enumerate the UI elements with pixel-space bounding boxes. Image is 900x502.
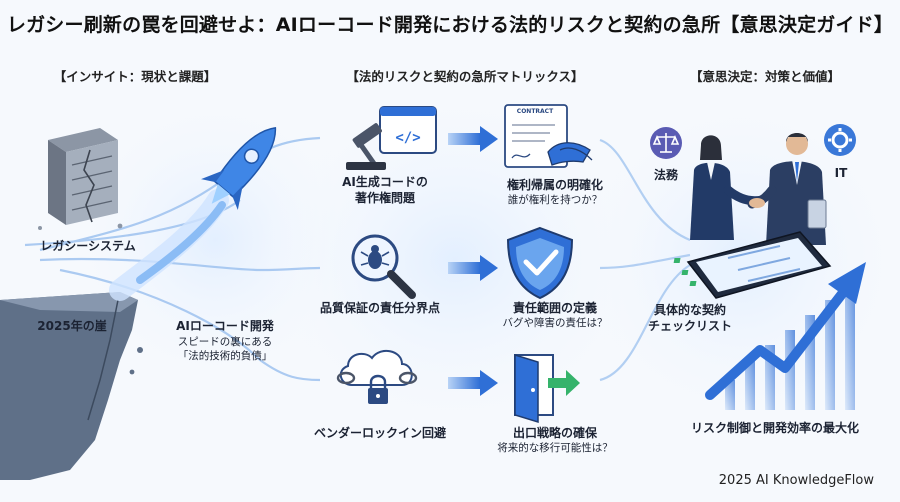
section-heading-matrix: 【法的リスクと契約の急所マトリックス】 — [346, 69, 584, 84]
solution-sub-responsibility: バグや障害の責任は？ — [502, 317, 608, 329]
it-label: IT — [834, 166, 848, 180]
exit-door-icon — [514, 353, 580, 424]
arrow-row-2 — [448, 255, 498, 281]
cliff-label: 2025年の崖 — [37, 319, 107, 333]
shield-check-icon — [506, 226, 574, 300]
server-icon — [38, 128, 123, 230]
solution-label-responsibility: 責任範囲の定義 — [512, 301, 597, 315]
footer-credit: 2025 AI KnowledgeFlow — [718, 473, 874, 488]
contract-document-text: CONTRACT — [516, 108, 554, 115]
cloud-lock-icon — [336, 349, 418, 404]
checklist-label-1: 具体的な契約 — [653, 303, 726, 317]
result-label: リスク制御と開発効率の最大化 — [690, 421, 859, 435]
solution-sub-exit: 将来的な移行可能性は？ — [497, 442, 613, 454]
legal-badge-icon — [650, 127, 682, 159]
page-title: レガシー刷新の罠を回避せよ：AIローコード開発における法的リスクと契約の急所【意… — [6, 14, 894, 36]
section-heading-insight: 【インサイト：現状と課題】 — [53, 69, 217, 84]
section-heading-decision: 【意思決定：対策と価値】 — [689, 69, 840, 84]
arrow-row-1 — [448, 126, 498, 152]
magnifier-bug-icon — [351, 234, 416, 299]
checklist-label-2: チェックリスト — [647, 319, 732, 333]
cliff-icon — [0, 292, 143, 480]
gavel-code-icon: </> — [346, 106, 437, 170]
legal-label: 法務 — [653, 168, 678, 182]
solution-label-exit: 出口戦略の確保 — [512, 426, 597, 440]
contract-handshake-icon — [504, 104, 593, 168]
lowcode-subtitle-2: 「法的技術的負債」 — [177, 350, 273, 362]
business-people-icon — [690, 133, 827, 245]
risk-label-quality: 品質保証の責任分界点 — [319, 301, 440, 315]
flow-streams-right — [599, 138, 691, 382]
solution-sub-rights: 誰が権利を持つか？ — [507, 194, 603, 206]
arrow-row-3 — [448, 370, 498, 396]
risk-label-lockin: ベンダーロックイン回避 — [313, 426, 446, 440]
rocket-icon — [109, 127, 277, 301]
lowcode-title: AIローコード開発 — [176, 319, 274, 333]
solution-label-rights: 権利帰属の明確化 — [506, 178, 603, 192]
it-gear-badge-icon — [824, 124, 856, 156]
tablet-checklist-icon — [673, 231, 832, 299]
legacy-system-label: レガシーシステム — [40, 239, 136, 253]
lowcode-subtitle-1: スピードの裏にある — [177, 336, 273, 348]
risk-label-copyright: AI生成コードの 著作権問題 — [342, 175, 428, 206]
svg-text:</>: </> — [395, 130, 420, 146]
growth-arrow-icon — [705, 262, 866, 410]
